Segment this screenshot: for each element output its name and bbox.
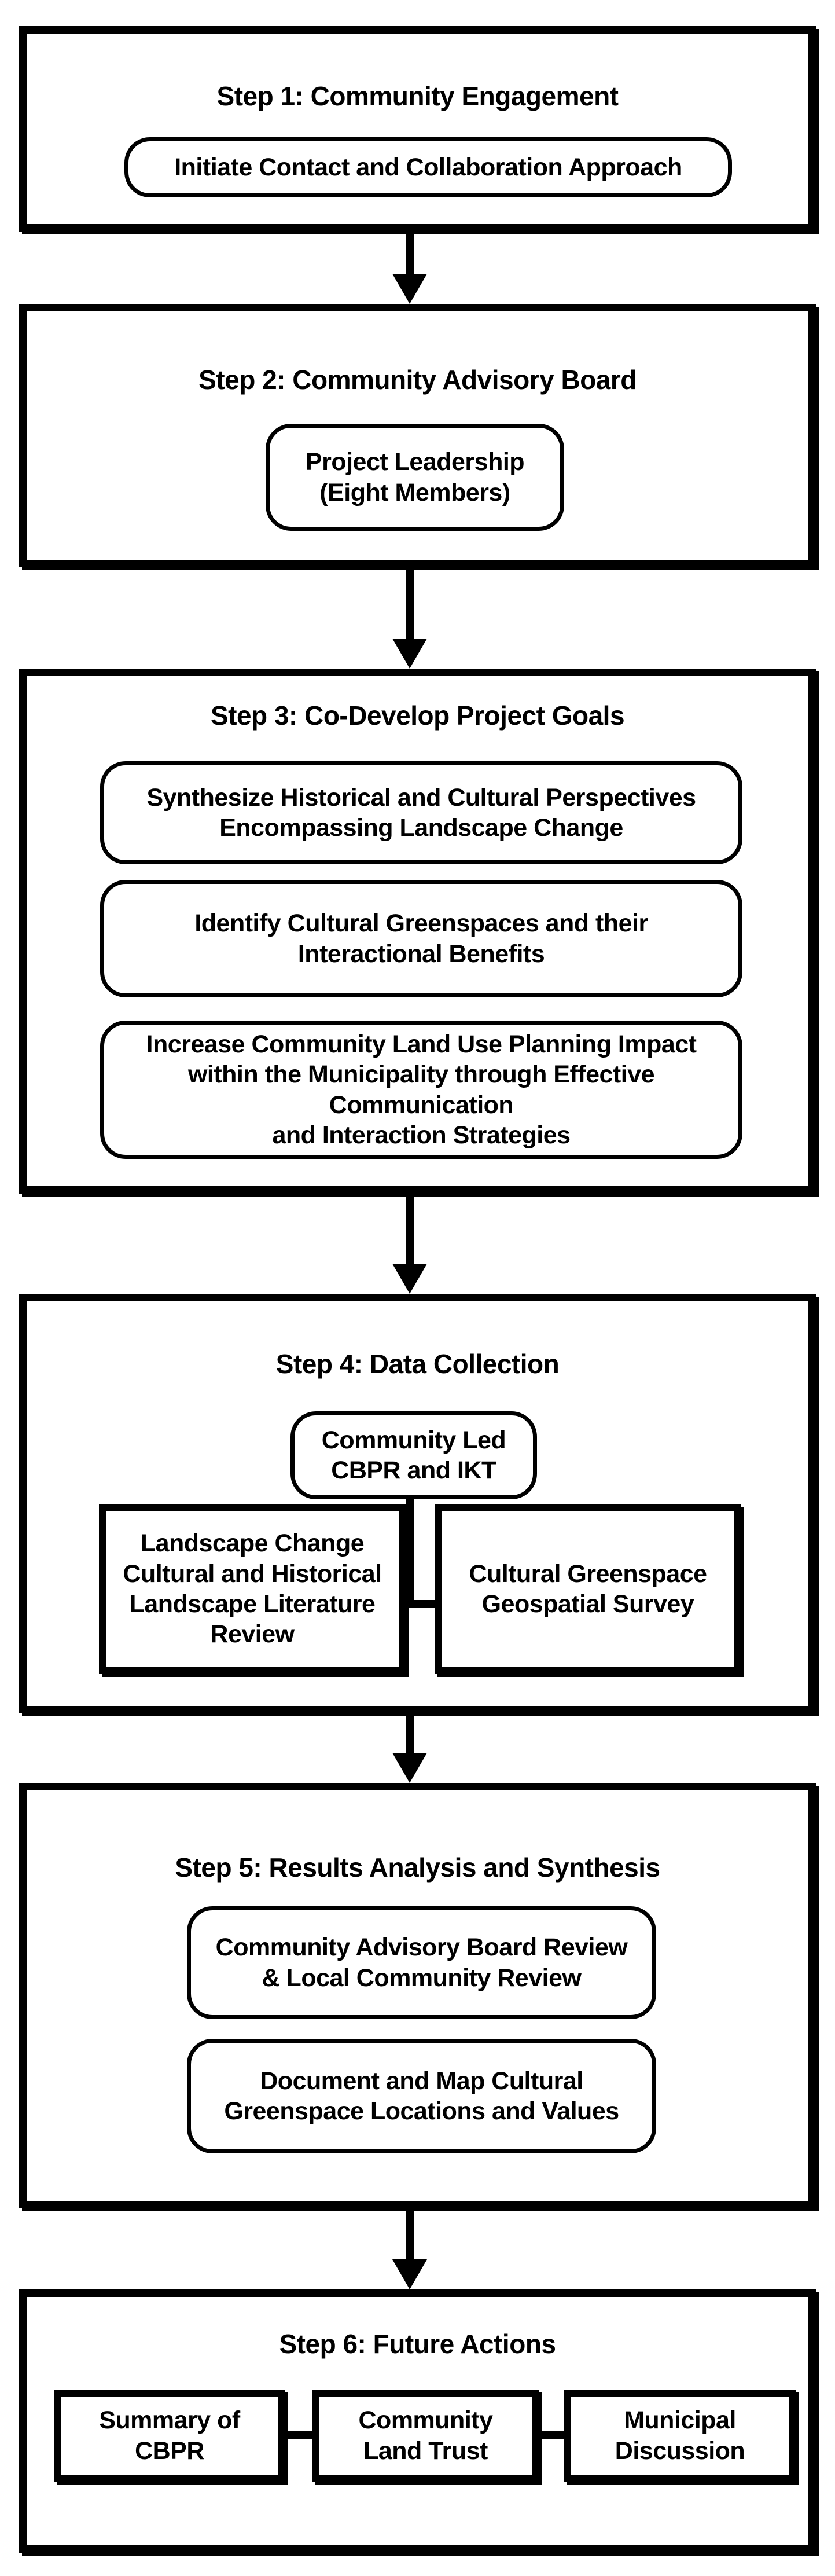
connector-horizontal (285, 2431, 312, 2439)
step-2-title: Step 2: Community Advisory Board (198, 365, 637, 395)
process-box-project-leadership: Project Leadership (Eight Members) (266, 424, 564, 531)
arrow-head-icon (392, 639, 427, 669)
step-4-container: Step 4: Data Collection Community Led CB… (19, 1294, 816, 1713)
flow-arrow-3 (392, 1192, 427, 1294)
action-box-community-land-trust: Community Land Trust (312, 2390, 539, 2482)
data-box-geospatial-survey: Cultural Greenspace Geospatial Survey (435, 1504, 741, 1674)
action-box-municipal-discussion: Municipal Discussion (564, 2390, 796, 2482)
process-box-increase-planning-impact: Increase Community Land Use Planning Imp… (100, 1021, 742, 1159)
flow-arrow-4 (392, 1712, 427, 1783)
action-box-summary-of-cbpr: Summary of CBPR (54, 2390, 285, 2482)
arrow-shaft (406, 564, 414, 639)
connector-vertical (406, 1499, 414, 1608)
arrow-shaft (406, 2207, 414, 2259)
process-box-community-led-cbpr: Community Led CBPR and IKT (290, 1411, 537, 1499)
step-6-container: Step 6: Future Actions Summary of CBPR C… (19, 2289, 816, 2553)
step-4-title: Step 4: Data Collection (275, 1349, 560, 1379)
step-1-container: Step 1: Community Engagement Initiate Co… (19, 26, 816, 232)
step-5-container: Step 5: Results Analysis and Synthesis C… (19, 1783, 816, 2208)
flow-arrow-1 (392, 232, 427, 304)
process-box-board-review: Community Advisory Board Review & Local … (187, 1906, 656, 2019)
arrow-head-icon (392, 274, 427, 304)
connector-horizontal (398, 1600, 435, 1608)
step-1-title: Step 1: Community Engagement (216, 81, 619, 111)
arrow-head-icon (392, 1753, 427, 1783)
process-box-synthesize-perspectives: Synthesize Historical and Cultural Persp… (100, 761, 742, 864)
flow-arrow-2 (392, 564, 427, 669)
connector-horizontal (539, 2431, 564, 2439)
process-box-document-and-map: Document and Map Cultural Greenspace Loc… (187, 2039, 656, 2153)
process-box-initiate-contact: Initiate Contact and Collaboration Appro… (124, 137, 732, 197)
step-5-title: Step 5: Results Analysis and Synthesis (175, 1852, 660, 1883)
data-box-literature-review: Landscape Change Cultural and Historical… (99, 1504, 406, 1674)
step-6-title: Step 6: Future Actions (279, 2329, 557, 2359)
flow-arrow-5 (392, 2207, 427, 2289)
process-box-identify-greenspaces: Identify Cultural Greenspaces and their … (100, 880, 742, 997)
arrow-shaft (406, 1192, 414, 1264)
arrow-shaft (406, 232, 414, 274)
arrow-shaft (406, 1712, 414, 1753)
step-3-title: Step 3: Co-Develop Project Goals (210, 700, 625, 731)
arrow-head-icon (392, 2259, 427, 2289)
arrow-head-icon (392, 1264, 427, 1294)
step-2-container: Step 2: Community Advisory Board Project… (19, 304, 816, 567)
step-3-container: Step 3: Co-Develop Project Goals Synthes… (19, 669, 816, 1194)
